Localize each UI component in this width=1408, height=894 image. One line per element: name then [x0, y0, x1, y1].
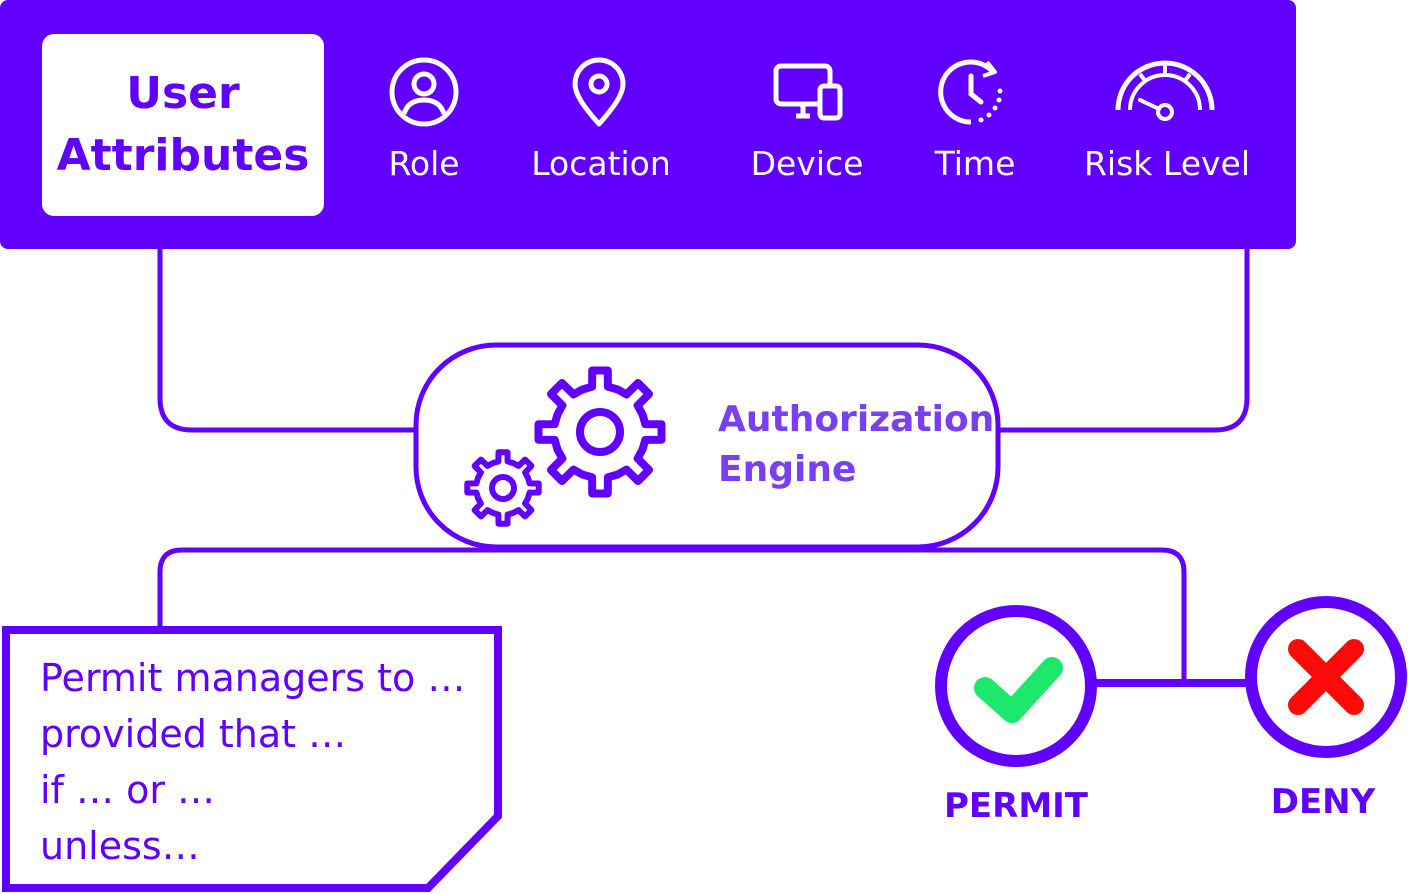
checkmark-icon: [974, 657, 1063, 723]
x-icon: [1288, 639, 1364, 715]
policy-line: provided that …: [40, 712, 347, 756]
attribute-label-role: Role: [388, 144, 460, 183]
user-circle-icon: [389, 57, 459, 127]
left-connector: [157, 249, 416, 433]
permit-outcome: [935, 605, 1097, 767]
bottom-connector: [157, 547, 1187, 683]
gears-icon: [464, 366, 666, 527]
attribute-label-risk-level: Risk Level: [1084, 144, 1250, 183]
engine-box: [413, 342, 1001, 550]
attribute-label-time: Time: [934, 144, 1016, 183]
policy-line: if … or …: [40, 768, 216, 812]
devices-icon: [773, 63, 843, 121]
user-attributes-card: User Attributes: [42, 34, 324, 216]
attribute-label-location: Location: [531, 144, 671, 183]
policy-card: [2, 626, 502, 892]
deny-outcome: [1245, 596, 1407, 758]
deny-label: DENY: [1270, 782, 1376, 822]
policy-line: unless…: [40, 824, 200, 868]
engine-label: Authorization Engine: [718, 399, 995, 490]
gauge-icon: [1115, 60, 1215, 121]
attributes-bar: User Attributes Role Location Device: [0, 0, 1296, 249]
permit-label: PERMIT: [943, 786, 1089, 826]
policy-text: Permit managers to … provided that … if …: [40, 650, 465, 874]
attribute-label-device: Device: [750, 144, 864, 183]
clock-icon: [938, 59, 1003, 125]
policy-line: Permit managers to …: [40, 656, 466, 700]
location-pin-icon: [572, 57, 626, 127]
right-connector: [998, 249, 1250, 433]
user-attributes-title: User Attributes: [56, 68, 310, 181]
